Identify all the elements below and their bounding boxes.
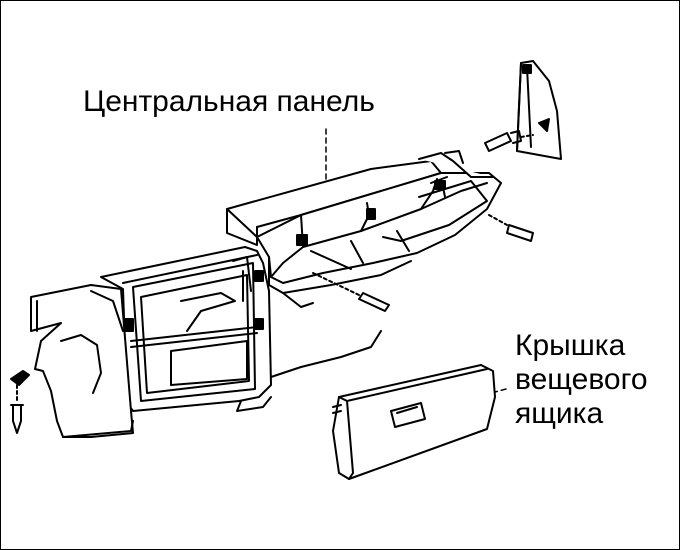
screw-bottom-left	[10, 370, 30, 434]
center-panel	[30, 150, 502, 438]
label-glovebox-lid-line-3: ящика	[515, 397, 604, 430]
label-glovebox-lid-line-1: Крышка	[515, 329, 626, 362]
side-trim-cover	[516, 60, 562, 160]
screw-center	[312, 272, 390, 312]
screw-right	[488, 214, 534, 242]
label-glovebox-lid: Крышка вещевого ящика	[515, 329, 648, 431]
label-glovebox-lid-line-2: вещевого	[515, 363, 648, 396]
screw-upper-right	[484, 130, 534, 152]
screws	[10, 130, 534, 434]
label-center-panel: Центральная панель	[83, 85, 375, 118]
glovebox-lid	[332, 364, 496, 480]
